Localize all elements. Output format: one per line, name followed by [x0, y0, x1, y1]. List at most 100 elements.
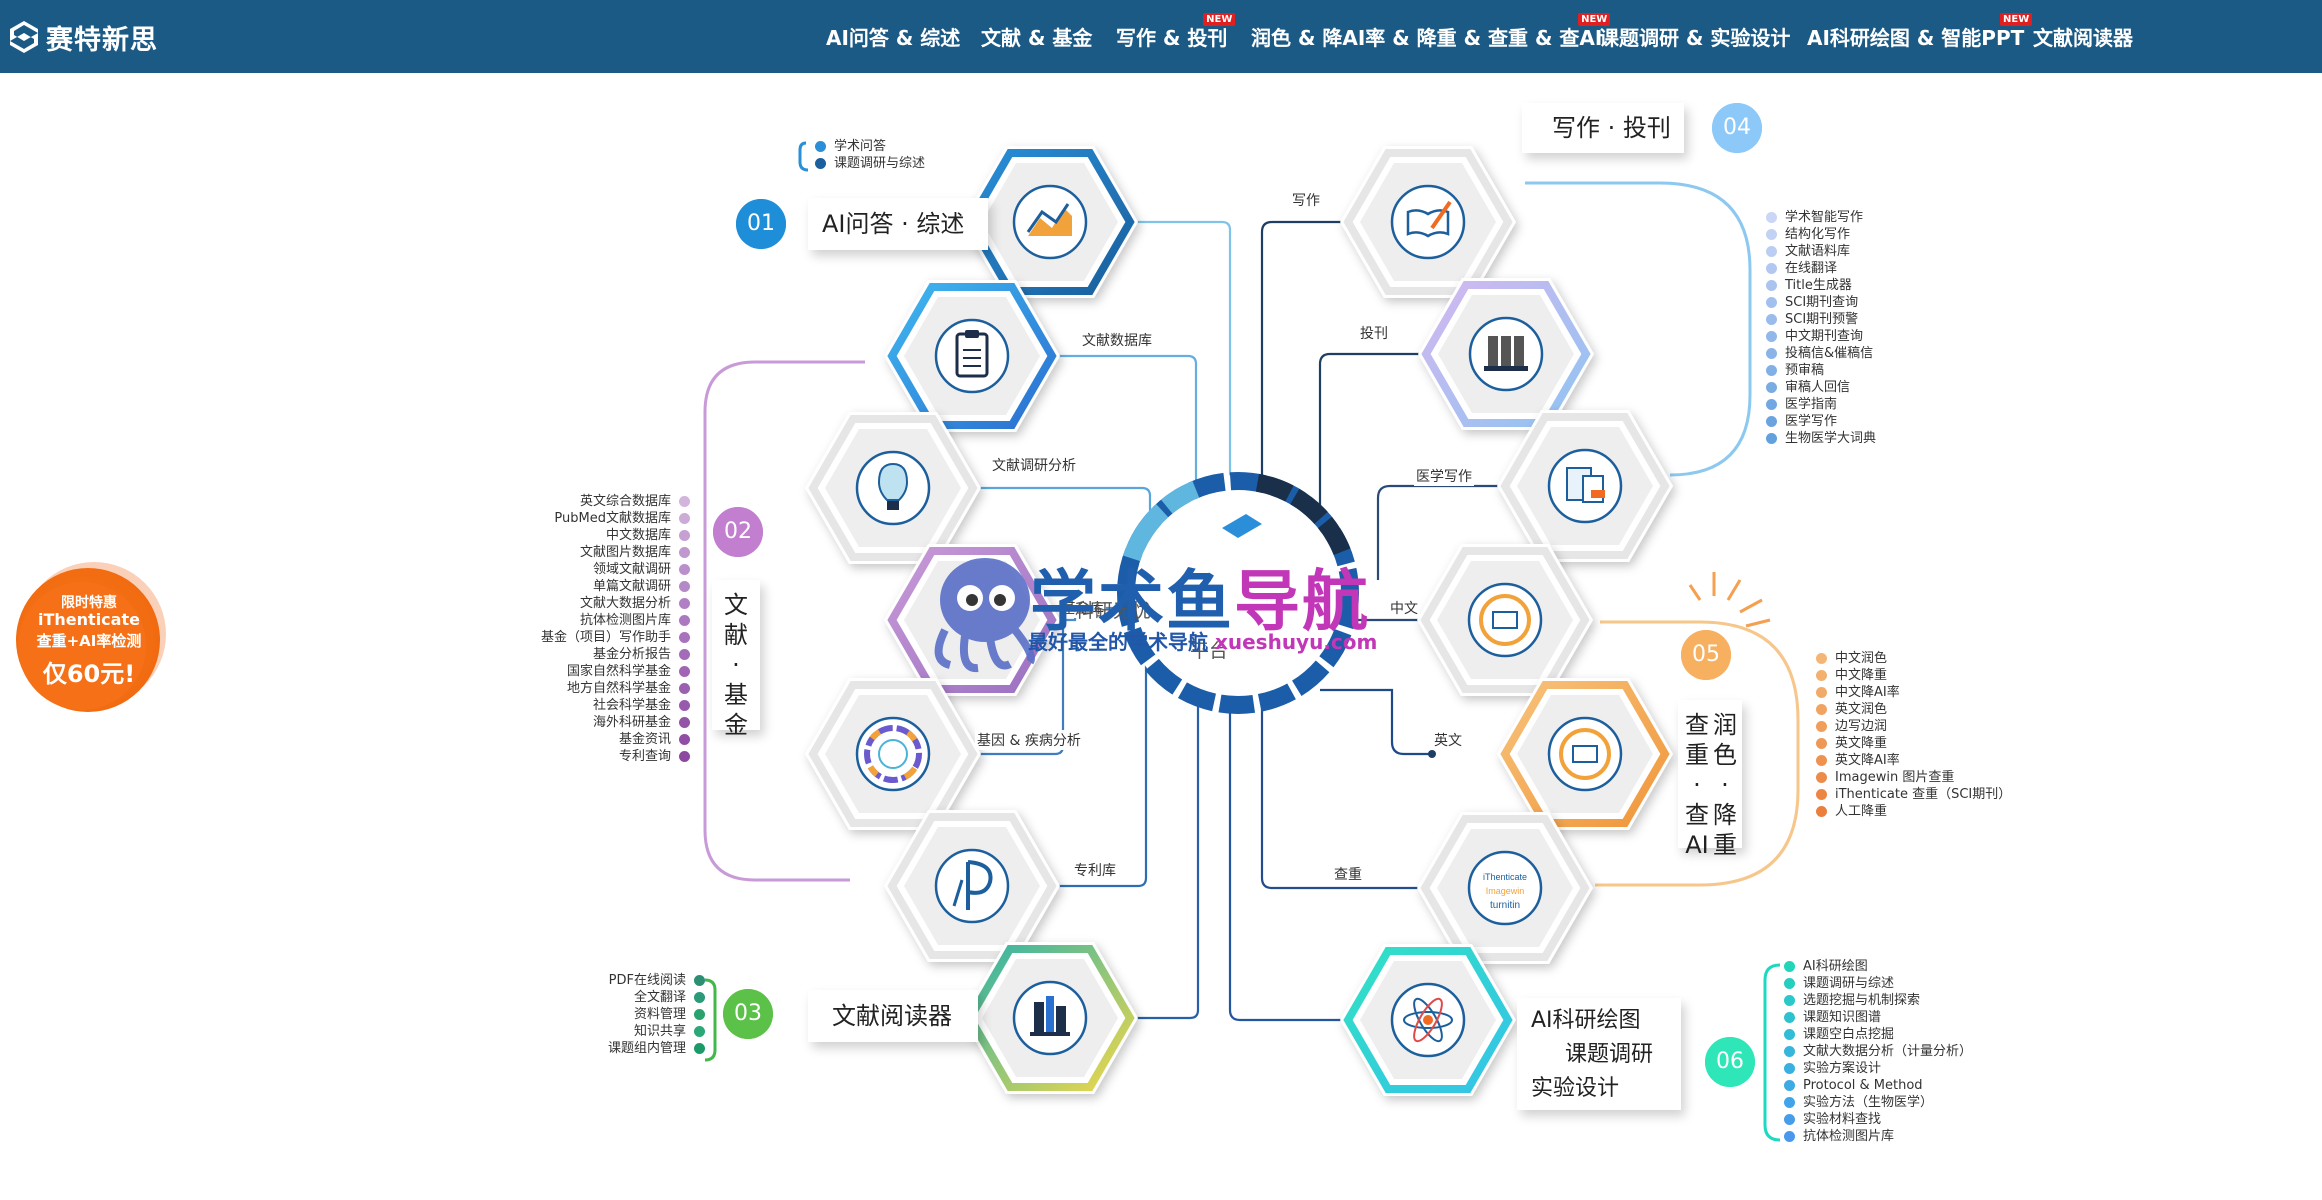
list-item[interactable]: 实验方案设计: [1784, 1060, 1972, 1077]
section-05-title[interactable]: 查 重 · 查 AI 润 色 · 降 重: [1678, 700, 1742, 859]
list-item[interactable]: PDF在线阅读: [540, 972, 705, 989]
section-02-list: 英文综合数据库 PubMed文献数据库 中文数据库 文献图片数据库 领域文献调研…: [520, 493, 690, 765]
nav-reader[interactable]: 文献阅读器: [2033, 26, 2133, 50]
list-item[interactable]: 预审稿: [1766, 362, 1876, 379]
list-item[interactable]: 中文降重: [1816, 667, 2011, 684]
hex-medical-writing[interactable]: [1497, 410, 1673, 562]
list-item[interactable]: 基金分析报告: [520, 646, 690, 663]
list-item[interactable]: 地方自然科学基金: [520, 680, 690, 697]
list-item[interactable]: AI科研绘图: [1784, 958, 1972, 975]
list-item[interactable]: Title生成器: [1766, 277, 1876, 294]
list-item[interactable]: 学术智能写作: [1766, 209, 1876, 226]
list-item[interactable]: 文献语料库: [1766, 243, 1876, 260]
list-item[interactable]: SCI期刊预警: [1766, 311, 1876, 328]
list-item[interactable]: 课题知识图谱: [1784, 1009, 1972, 1026]
promo-badge-shape[interactable]: [16, 562, 166, 712]
list-item[interactable]: Protocol & Method: [1784, 1077, 1972, 1094]
list-item[interactable]: 边写边润: [1816, 718, 2011, 735]
list-item[interactable]: 知识共享: [540, 1023, 705, 1040]
list-item[interactable]: 资料管理: [540, 1006, 705, 1023]
hex-literature-research[interactable]: [805, 412, 981, 564]
connector-label-lit-research[interactable]: 文献调研分析: [990, 455, 1078, 475]
list-item[interactable]: 学术问答: [815, 138, 925, 155]
list-item[interactable]: 文献大数据分析: [520, 595, 690, 612]
list-item[interactable]: 课题组内管理: [540, 1040, 705, 1057]
hex-cn-polish[interactable]: [1417, 544, 1593, 696]
list-item[interactable]: 领域文献调研: [520, 561, 690, 578]
list-item[interactable]: 在线翻译: [1766, 260, 1876, 277]
list-item[interactable]: 基金（项目）写作助手: [520, 629, 690, 646]
list-item[interactable]: 海外科研基金: [520, 714, 690, 731]
list-item[interactable]: 英文降重: [1816, 735, 2011, 752]
section-04-title[interactable]: 写作 · 投刊: [1522, 103, 1684, 153]
list-item[interactable]: 中文期刊查询: [1766, 328, 1876, 345]
nav-literature-fund[interactable]: 文献 & 基金: [981, 26, 1093, 50]
hex-plagiarism-check[interactable]: iThenticate Imagewin turnitin: [1417, 812, 1593, 964]
hex-ai-drawing[interactable]: [1340, 944, 1516, 1096]
nav-ai-qa[interactable]: AI问答 & 综述: [826, 26, 961, 50]
list-item[interactable]: 基金资讯: [520, 731, 690, 748]
list-item[interactable]: 结构化写作: [1766, 226, 1876, 243]
list-item[interactable]: 医学指南: [1766, 396, 1876, 413]
list-item[interactable]: 中文数据库: [520, 527, 690, 544]
list-item[interactable]: 实验方法（生物医学）: [1784, 1094, 1972, 1111]
connector-label-lit-db[interactable]: 文献数据库: [1080, 330, 1154, 350]
hex-submission[interactable]: [1418, 278, 1594, 430]
list-item[interactable]: 抗体检测图片库: [1784, 1128, 1972, 1145]
section-02-title[interactable]: 文 献 · 基 金: [712, 580, 760, 739]
hex-reader[interactable]: [962, 942, 1138, 1094]
nav-research-design[interactable]: 课题调研 & 实验设计: [1599, 26, 1791, 50]
list-item[interactable]: 中文降AI率: [1816, 684, 2011, 701]
list-item[interactable]: 国家自然科学基金: [520, 663, 690, 680]
connector-label-writing[interactable]: 写作: [1290, 190, 1322, 210]
section-01-title[interactable]: AI问答 · 综述: [808, 198, 988, 250]
list-item[interactable]: 生物医学大词典: [1766, 430, 1876, 447]
list-item[interactable]: 审稿人回信: [1766, 379, 1876, 396]
list-item[interactable]: 英文降AI率: [1816, 752, 2011, 769]
hex-en-polish[interactable]: [1497, 678, 1673, 830]
connector-label-chinese[interactable]: 中文: [1388, 598, 1420, 618]
hex-writing[interactable]: [1340, 146, 1516, 298]
list-item[interactable]: PubMed文献数据库: [520, 510, 690, 527]
list-item[interactable]: 投稿信&催稿信: [1766, 345, 1876, 362]
list-item[interactable]: 中文润色: [1816, 650, 2011, 667]
section-03-title[interactable]: 文献阅读器: [808, 990, 978, 1042]
hex-patent[interactable]: [884, 810, 1060, 962]
hex-literature-database[interactable]: [884, 280, 1060, 432]
list-item[interactable]: 全文翻译: [540, 989, 705, 1006]
section-06-title[interactable]: AI科研绘图 课题调研 实验设计: [1517, 998, 1681, 1110]
list-item[interactable]: Imagewin 图片查重: [1816, 769, 2011, 786]
list-item[interactable]: 专利查询: [520, 748, 690, 765]
list-item[interactable]: iThenticate 查重（SCI期刊）: [1816, 786, 2011, 803]
connector-label-submission[interactable]: 投刊: [1358, 323, 1390, 343]
list-item[interactable]: SCI期刊查询: [1766, 294, 1876, 311]
list-item[interactable]: 医学写作: [1766, 413, 1876, 430]
list-item[interactable]: 社会科学基金: [520, 697, 690, 714]
hex-ai-qa[interactable]: [962, 146, 1138, 298]
promo-badge[interactable]: 限时特惠 iThenticate 查重+AI率检测 仅60元!: [10, 560, 168, 718]
connector-label-check[interactable]: 查重: [1332, 864, 1364, 884]
connector-label-patent[interactable]: 专利库: [1072, 860, 1118, 880]
connector-label-fund-db[interactable]: 基金库: [1060, 598, 1106, 618]
list-item[interactable]: 英文综合数据库: [520, 493, 690, 510]
connector-label-english[interactable]: 英文: [1432, 730, 1464, 750]
connector-label-medical-writing[interactable]: 医学写作: [1414, 466, 1474, 486]
list-item[interactable]: 英文润色: [1816, 701, 2011, 718]
list-item[interactable]: 单篇文献调研: [520, 578, 690, 595]
list-item[interactable]: 实验材料查找: [1784, 1111, 1972, 1128]
list-item[interactable]: 选题挖掘与机制探索: [1784, 992, 1972, 1009]
list-item[interactable]: 课题调研与综述: [815, 155, 925, 172]
list-item[interactable]: 文献图片数据库: [520, 544, 690, 561]
list-item[interactable]: 人工降重: [1816, 803, 2011, 820]
list-item[interactable]: 文献大数据分析（计量分析）: [1784, 1043, 1972, 1060]
list-item[interactable]: 课题调研与综述: [1784, 975, 1972, 992]
brand-logo[interactable]: 赛特新思: [10, 18, 158, 56]
list-item[interactable]: 抗体检测图片库: [520, 612, 690, 629]
hex-gene-disease[interactable]: [805, 678, 981, 830]
list-item[interactable]: 课题空白点挖掘: [1784, 1026, 1972, 1043]
connector-label-gene-disease[interactable]: 基因 & 疾病分析: [975, 730, 1083, 750]
